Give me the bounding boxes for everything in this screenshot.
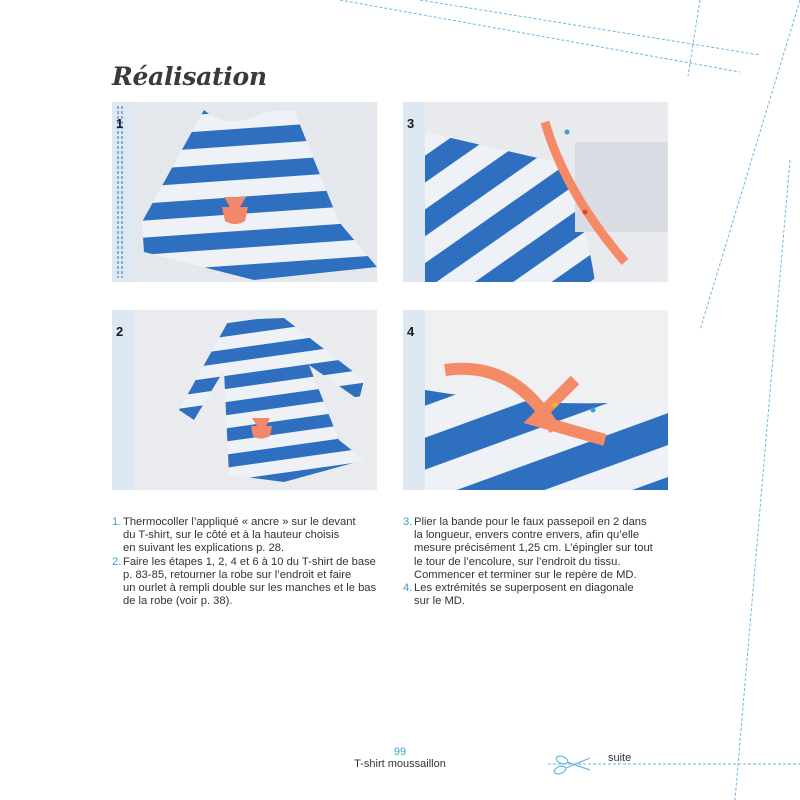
stitch-marks-icon: [117, 106, 123, 278]
step-index: 1.: [112, 516, 122, 528]
instruction-line: du T-shirt, sur le côté et à la hauteur …: [123, 529, 340, 542]
instruction-line: p. 83-85, retourner la robe sur l’endroi…: [123, 568, 352, 581]
continued-label: suite: [608, 752, 632, 764]
step-number: 2: [116, 324, 124, 339]
instruction-step: 2. Faire les étapes 1, 2, 4 et 6 à 10 du…: [112, 556, 387, 609]
step-number: 1: [116, 116, 124, 131]
instruction-line: Commencer et terminer sur le repère de M…: [414, 568, 637, 581]
instruction-line: de la robe (voir p. 38).: [123, 595, 233, 608]
instruction-line: un ourlet à rempli double sur les manche…: [123, 582, 377, 595]
section-title: Réalisation: [112, 62, 267, 91]
photo-frame-step-4: 4: [403, 310, 668, 490]
instruction-step: 1. Thermocoller l’appliqué « ancre » sur…: [112, 516, 387, 556]
instruction-line: Plier la bande pour le faux passepoil en…: [414, 516, 647, 528]
finished-dress-long-sleeves-photo: [134, 310, 377, 490]
step-index: 4.: [403, 582, 413, 595]
instruction-step: 4. Les extrémités se superposent en diag…: [403, 582, 678, 608]
step-tab: 1: [112, 102, 134, 282]
photo-frame-step-2: 2: [112, 310, 377, 490]
instruction-line: Les extrémités se superposent en diagona…: [414, 582, 634, 595]
instruction-line: le tour de l’encolure, sur l’endroit du …: [414, 555, 621, 568]
page-number: 99: [393, 746, 407, 758]
step-index: 2.: [112, 555, 122, 568]
instructions-right: 3. Plier la bande pour le faux passepoil…: [403, 516, 678, 608]
instruction-line: sur le MD.: [414, 595, 465, 608]
photo-frame-step-3: 3: [403, 102, 668, 282]
neckline-pinned-bias-photo: [425, 102, 668, 282]
step-tab: 2: [112, 310, 134, 490]
instructions-left: 1. Thermocoller l’appliqué « ancre » sur…: [112, 516, 387, 608]
photo-frame-step-1: 1: [112, 102, 377, 282]
bias-ends-crossing-photo: [425, 310, 668, 490]
step-number: 4: [407, 324, 415, 339]
instruction-line: Thermocoller l’appliqué « ancre » sur le…: [123, 516, 356, 528]
instruction-step: 3. Plier la bande pour le faux passepoil…: [403, 516, 678, 582]
instruction-line: mesure précisément 1,25 cm. L’épingler s…: [414, 542, 653, 555]
step-tab: 3: [403, 102, 425, 282]
striped-dress-front-anchor-photo: [134, 102, 377, 282]
step-tab: 4: [403, 310, 425, 490]
instruction-line: en suivant les explications p. 28.: [123, 542, 285, 555]
instruction-line: Faire les étapes 1, 2, 4 et 6 à 10 du T-…: [123, 555, 376, 568]
instruction-line: la longueur, envers contre envers, afin …: [414, 529, 640, 542]
step-index: 3.: [403, 516, 413, 528]
running-title: T-shirt moussaillon: [354, 758, 446, 770]
step-number: 3: [407, 116, 415, 131]
